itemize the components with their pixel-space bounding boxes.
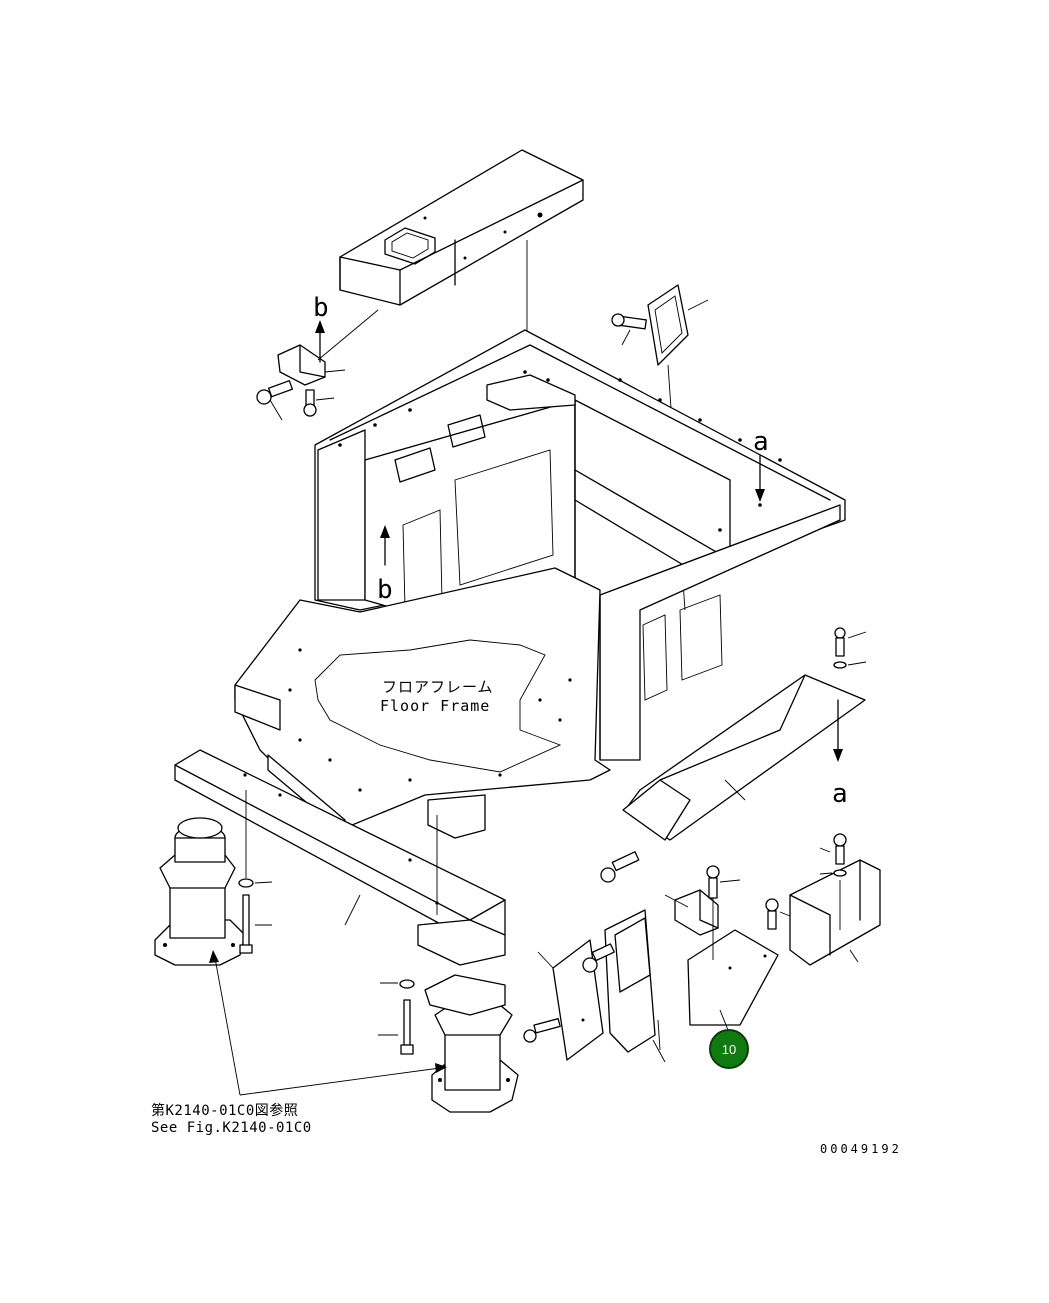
arrow-b-label-lower: b [377,575,393,605]
bracket-b [277,309,379,386]
inspection-cover [647,284,709,366]
bolt-cover-plate [523,1018,561,1043]
cross-beam [174,749,506,966]
cover-plate-left [537,939,604,1061]
arrow-a-top: a [753,427,769,502]
bolt-10-b [765,898,801,930]
reference-leaders [209,950,447,1096]
bolt-arm [600,851,640,883]
bracket-plate-mid [604,909,666,1063]
bolt-right-lower [819,833,847,930]
floor-frame-label-jp: フロアフレーム [382,678,494,696]
bolt-left-2 [303,389,335,417]
arrow-a-label-lower: a [832,779,848,809]
arrow-a-label-top: a [753,427,769,457]
part-number-badge-10[interactable]: 10 [709,1029,749,1069]
top-console-cover [339,149,584,306]
side-bracket-arm [622,674,866,841]
drawing-number: 00049192 [820,1142,902,1156]
bracket-right-lower [789,859,881,966]
bolt-mid [582,943,615,973]
bracket-small [664,889,719,936]
arrow-a-lower: a [832,699,848,809]
reference-label-jp: 第K2140-01C0図参照 [151,1102,298,1119]
right-washer-bolt [378,979,415,1055]
bolt-cover [611,313,647,346]
arrow-b-lower: b [377,525,393,605]
left-mount [154,817,246,966]
left-washer-bolt [238,878,273,954]
floor-frame-label-en: Floor Frame [380,697,490,715]
arrow-b-top: b [313,293,329,363]
arrow-b-label-top: b [313,293,329,323]
bolt-right-top [833,627,867,669]
bolt-left-1 [256,380,294,421]
cab-frame [314,329,846,761]
reference-label-en: See Fig.K2140-01C0 [151,1120,312,1136]
right-mount [424,974,519,1113]
bolt-10-a [706,865,741,960]
plate-part-10 [687,929,779,1031]
